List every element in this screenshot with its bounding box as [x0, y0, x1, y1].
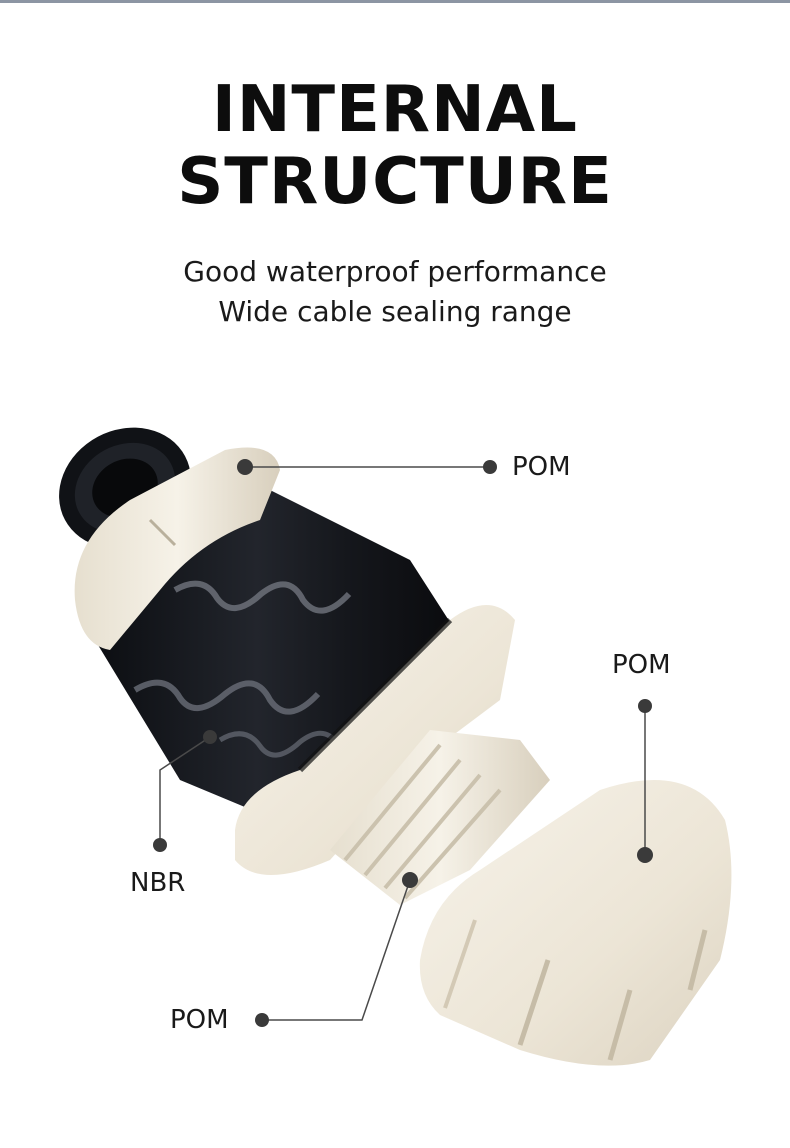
subtitle-line-1: Good waterproof performance: [183, 255, 607, 288]
dot-nbr-start: [203, 730, 217, 744]
top-border: [0, 0, 790, 3]
leader-lines: [159, 466, 646, 1021]
leader-body-pom: [262, 879, 411, 1021]
dot-cap-top: [638, 699, 652, 713]
page-title-line-1: INTERNAL: [212, 73, 578, 147]
dot-body-end: [255, 1013, 269, 1027]
pom-thread-section: [330, 730, 550, 905]
label-top-ring: POM: [512, 452, 571, 482]
dot-cap-bottom: [637, 847, 653, 863]
leader-nbr: [159, 736, 211, 845]
label-body-thread: POM: [170, 1005, 229, 1035]
page-title-line-2: STRUCTURE: [177, 145, 613, 219]
subtitle-line-2: Wide cable sealing range: [218, 295, 572, 328]
label-end-cap: POM: [612, 650, 671, 680]
callout-dots: [153, 459, 653, 1027]
dot-body-start: [402, 872, 418, 888]
dot-nbr-end: [153, 838, 167, 852]
pom-end-cap: [419, 780, 732, 1066]
label-seal: NBR: [130, 868, 186, 898]
dot-top-ring-end: [483, 460, 497, 474]
pom-flange-body: [235, 605, 515, 875]
dot-top-ring-start: [237, 459, 253, 475]
pom-split-ring: [74, 447, 280, 650]
